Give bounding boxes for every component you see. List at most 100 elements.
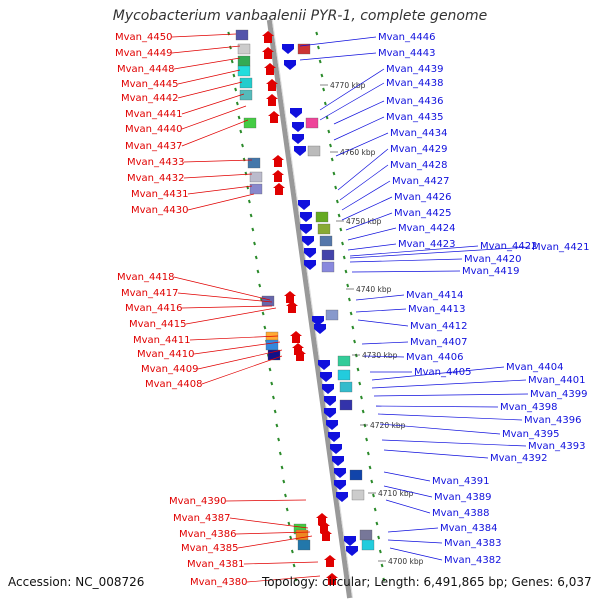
- left-guide-dash: [285, 507, 289, 512]
- right-guide-dash: [315, 31, 319, 36]
- left-callout-line: [187, 185, 253, 195]
- right-gene-arrow: [304, 248, 316, 258]
- right-guide-dash: [339, 227, 343, 232]
- right-guide-dash: [322, 87, 326, 92]
- left-gene-label: Mvan_4386: [179, 529, 236, 540]
- left-guide-dash: [278, 451, 282, 456]
- left-callout-line: [225, 499, 307, 502]
- tick-label: 4750 kbp: [346, 217, 382, 226]
- left-guide-dash: [282, 479, 286, 484]
- left-callout-line: [229, 517, 309, 529]
- right-guide-dash: [366, 451, 370, 456]
- right-callout-line: [355, 294, 405, 301]
- genome-backbone: [266, 19, 354, 599]
- right-gene-arrow: [304, 260, 316, 270]
- right-guide-dash: [342, 255, 346, 260]
- left-gene-label: Mvan_4448: [117, 64, 174, 75]
- left-gene-block: [243, 117, 257, 129]
- right-callout-line: [357, 319, 409, 327]
- left-gene-label: Mvan_4409: [141, 364, 198, 375]
- right-guide-dash: [353, 339, 357, 344]
- left-callout-line: [235, 531, 311, 535]
- tick-label: 4740 kbp: [356, 285, 392, 294]
- right-gene-block: [321, 261, 335, 273]
- right-callout-line: [351, 270, 461, 273]
- right-gene-arrow: [346, 546, 358, 556]
- right-callout-line: [375, 405, 499, 408]
- right-guide-dash: [320, 73, 324, 78]
- right-gene-label: Mvan_4426: [394, 192, 451, 203]
- left-guide-dash: [251, 227, 255, 232]
- right-callout-line: [319, 68, 385, 111]
- right-guide-dash: [330, 157, 334, 162]
- left-gene-label: Mvan_4437: [125, 141, 182, 152]
- right-gene-label: Mvan_4413: [408, 304, 465, 315]
- right-gene-arrow: [300, 224, 312, 234]
- right-gene-label: Mvan_4439: [386, 64, 443, 75]
- accession-text: Accession: NC_008726: [8, 575, 145, 589]
- right-guide-dash: [365, 437, 369, 442]
- right-gene-label: Mvan_4435: [386, 112, 443, 123]
- left-gene-arrow: [272, 155, 284, 167]
- backbone-highlight: [271, 19, 354, 599]
- left-gene-label: Mvan_4408: [145, 379, 202, 390]
- right-callout-line: [349, 258, 463, 263]
- right-callout-line: [387, 527, 439, 533]
- right-gene-arrow: [324, 408, 336, 418]
- left-gene-arrow: [262, 47, 274, 59]
- right-gene-block: [325, 309, 339, 321]
- right-gene-block: [315, 211, 329, 223]
- right-callout-line: [355, 308, 407, 313]
- left-guide-dash: [234, 87, 238, 92]
- right-callout-line: [389, 547, 443, 561]
- left-gene-arrow: [286, 301, 298, 313]
- left-callout-line: [181, 305, 273, 309]
- right-gene-arrow: [290, 108, 302, 118]
- left-guide-dash: [287, 521, 291, 526]
- right-guide-dash: [361, 409, 365, 414]
- left-callout-line: [197, 349, 283, 370]
- left-gene-arrow: [324, 555, 336, 567]
- right-gene-label: Mvan_4424: [398, 223, 455, 234]
- right-gene-arrow: [300, 212, 312, 222]
- tick-label: 4770 kbp: [330, 81, 366, 90]
- right-gene-arrow: [328, 432, 340, 442]
- left-gene-label: Mvan_4390: [169, 496, 226, 507]
- left-gene-block: [297, 539, 311, 551]
- right-gene-block: [337, 369, 351, 381]
- left-gene-arrow: [262, 31, 274, 43]
- left-gene-arrow: [326, 573, 338, 585]
- left-gene-label: Mvan_4410: [137, 349, 194, 360]
- right-gene-label: Mvan_4382: [444, 555, 501, 566]
- right-gene-arrow: [326, 420, 338, 430]
- right-gene-arrow: [292, 134, 304, 144]
- right-gene-label: Mvan_4412: [410, 321, 467, 332]
- right-callout-line: [341, 180, 391, 211]
- gene-features: [235, 29, 375, 585]
- right-callout-line: [347, 227, 397, 241]
- right-guide-dash: [373, 507, 377, 512]
- right-guide-dash: [354, 353, 358, 358]
- right-guide-dash: [335, 199, 339, 204]
- left-guide-dash: [259, 297, 263, 302]
- left-gene-label: Mvan_4431: [131, 189, 188, 200]
- right-guide-dash: [349, 311, 353, 316]
- left-gene-label: Mvan_4418: [117, 272, 174, 283]
- left-guide-dash: [261, 311, 265, 316]
- right-callout-line: [371, 379, 527, 389]
- right-gene-label: Mvan_4392: [490, 453, 547, 464]
- left-callout-line: [183, 159, 253, 163]
- left-guide-dash: [290, 549, 294, 554]
- left-gene-block: [235, 29, 249, 41]
- right-guide-dash: [356, 367, 360, 372]
- left-guide-dash: [273, 409, 277, 414]
- tick-label: 4730 kbp: [362, 351, 398, 360]
- backbone-line: [266, 19, 353, 599]
- right-callout-line: [361, 341, 409, 345]
- left-gene-label: Mvan_4445: [121, 79, 178, 90]
- right-callout-line: [383, 449, 489, 459]
- right-gene-label: Mvan_4436: [386, 96, 443, 107]
- left-callout-line: [173, 57, 241, 70]
- right-guide-dash: [318, 59, 322, 64]
